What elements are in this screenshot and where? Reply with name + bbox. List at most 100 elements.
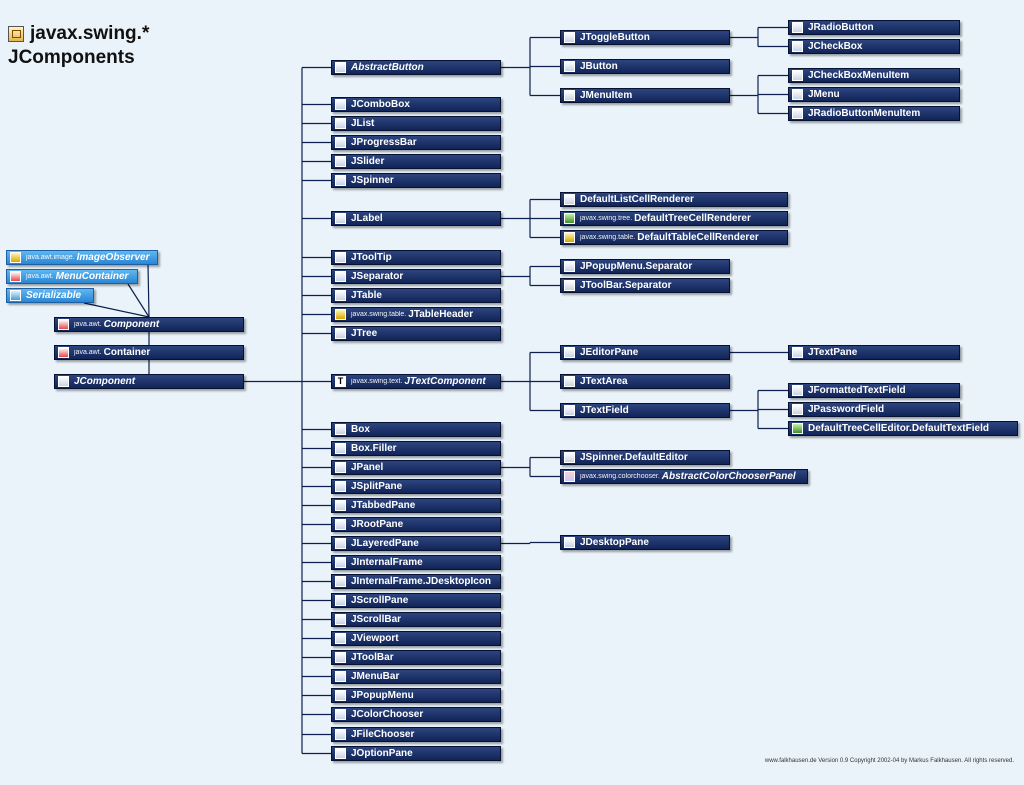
class-name: JMenu	[808, 89, 840, 100]
node-jcomponent: JComponent	[54, 374, 244, 389]
class-icon	[335, 137, 346, 148]
class-name: JProgressBar	[351, 137, 417, 148]
class-icon	[335, 271, 346, 282]
class-name: JButton	[580, 61, 618, 72]
class-name: Container	[103, 347, 151, 358]
class-icon	[335, 576, 346, 587]
class-name: JColorChooser	[351, 709, 424, 720]
node-component: java.awt.Component	[54, 317, 244, 332]
node-jbutton: JButton	[560, 59, 730, 74]
class-name: JToolBar	[351, 652, 394, 663]
edge-imageobserver-component	[147, 264, 150, 318]
title-line-1: javax.swing.*	[8, 22, 149, 46]
title-text: javax.swing.*	[30, 23, 150, 44]
class-icon	[335, 671, 346, 682]
node-jmenuitem: JMenuItem	[560, 88, 730, 103]
node-joptionpane: JOptionPane	[331, 746, 501, 761]
node-serializable: Serializable	[6, 288, 94, 303]
node-imageobserver: java.awt.image.ImageObserver	[6, 250, 158, 265]
class-name: Serializable	[26, 290, 82, 301]
class-name: JTable	[351, 290, 382, 301]
class-icon	[335, 62, 346, 73]
class-icon	[792, 70, 803, 81]
class-icon	[792, 108, 803, 119]
node-spinnerdefaulteditor: JSpinner.DefaultEditor	[560, 450, 730, 465]
class-name: JLabel	[351, 213, 383, 224]
package-prefix: java.awt.	[26, 273, 54, 280]
title-line-2: JComponents	[8, 47, 135, 68]
package-prefix: javax.swing.text.	[351, 378, 403, 385]
node-boxfiller: Box.Filler	[331, 441, 501, 456]
node-jfilechooser: JFileChooser	[331, 727, 501, 742]
node-jtooltip: JToolTip	[331, 250, 501, 265]
class-name: JFormattedTextField	[808, 385, 906, 396]
node-jscrollbar: JScrollBar	[331, 612, 501, 627]
node-jradiobuttonmenuitem: JRadioButtonMenuItem	[788, 106, 960, 121]
class-icon	[335, 595, 346, 606]
node-jmenu: JMenu	[788, 87, 960, 102]
node-jrootpane: JRootPane	[331, 517, 501, 532]
node-jcheckboxmenuitem: JCheckBoxMenuItem	[788, 68, 960, 83]
node-abstractcolorchooserpanel: javax.swing.colorchooser.AbstractColorCh…	[560, 469, 808, 484]
node-jpanel: JPanel	[331, 460, 501, 475]
class-icon	[335, 519, 346, 530]
node-jpasswordfield: JPasswordField	[788, 402, 960, 417]
class-name: JTextComponent	[404, 376, 486, 387]
class-name: JCheckBoxMenuItem	[808, 70, 910, 81]
class-icon	[335, 156, 346, 167]
node-jformattedtextfield: JFormattedTextField	[788, 383, 960, 398]
class-icon	[335, 709, 346, 720]
class-name: JTableHeader	[408, 309, 474, 320]
node-jcombobox: JComboBox	[331, 97, 501, 112]
class-icon	[335, 481, 346, 492]
class-name: JEditorPane	[580, 347, 639, 358]
class-icon	[335, 252, 346, 263]
class-name: JScrollBar	[351, 614, 402, 625]
package-prefix: javax.swing.table.	[580, 234, 636, 241]
class-icon	[335, 652, 346, 663]
node-jeditorpane: JEditorPane	[560, 345, 730, 360]
node-jseparator: JSeparator	[331, 269, 501, 284]
class-name: JToolBar.Separator	[580, 280, 672, 291]
node-jtogglebutton: JToggleButton	[560, 30, 730, 45]
node-jcolorchooser: JColorChooser	[331, 707, 501, 722]
tree-icon	[564, 213, 575, 224]
node-jtree: JTree	[331, 326, 501, 341]
class-name: Box	[351, 424, 370, 435]
class-icon	[792, 404, 803, 415]
class-name: AbstractColorChooserPanel	[661, 471, 796, 482]
node-jslider: JSlider	[331, 154, 501, 169]
class-icon	[335, 690, 346, 701]
class-name: JTabbedPane	[351, 500, 416, 511]
class-name: JScrollPane	[351, 595, 409, 606]
node-jtextarea: JTextArea	[560, 374, 730, 389]
class-icon	[335, 290, 346, 301]
edge-menucontainer-component	[127, 283, 150, 318]
class-icon	[792, 347, 803, 358]
package-prefix: javax.swing.tree.	[580, 215, 633, 222]
node-jspinner: JSpinner	[331, 173, 501, 188]
class-name: JTree	[351, 328, 378, 339]
node-jpopupmenu: JPopupMenu	[331, 688, 501, 703]
node-defaulttreecellrenderer: javax.swing.tree.DefaultTreeCellRenderer	[560, 211, 788, 226]
colorchooser-icon	[564, 471, 575, 482]
class-icon	[564, 452, 575, 463]
class-name: JPopupMenu	[351, 690, 414, 701]
class-name: JTextField	[580, 405, 629, 416]
class-icon	[335, 614, 346, 625]
class-name: JViewport	[351, 633, 399, 644]
class-icon	[564, 405, 575, 416]
monitor-icon	[10, 271, 21, 282]
node-defaultlistcellrenderer: DefaultListCellRenderer	[560, 192, 788, 207]
class-icon	[335, 748, 346, 759]
edge-serializable-component	[83, 302, 150, 318]
package-prefix: javax.swing.colorchooser.	[580, 473, 660, 480]
node-jtoolbar: JToolBar	[331, 650, 501, 665]
node-jtextfield: JTextField	[560, 403, 730, 418]
node-jdesktopicon: JInternalFrame.JDesktopIcon	[331, 574, 501, 589]
class-icon	[335, 175, 346, 186]
class-icon	[792, 89, 803, 100]
class-name: JTextPane	[808, 347, 858, 358]
